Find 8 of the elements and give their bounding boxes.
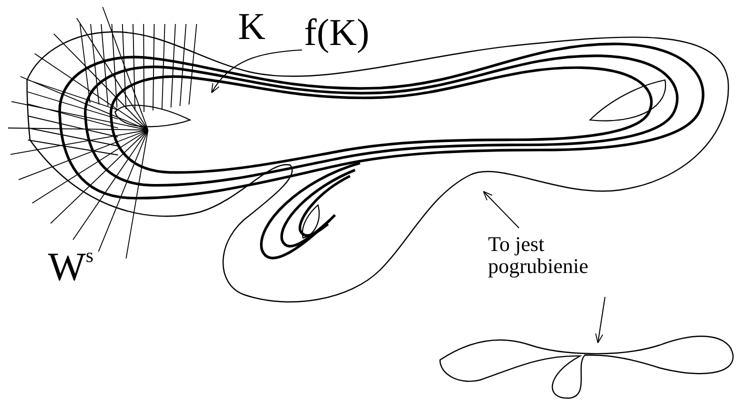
annotation-text: f(K) — [304, 14, 394, 54]
set-label: W$^{s}$ — [48, 246, 94, 287]
thickening-curve-drawing — [439, 336, 734, 399]
annotation-text: To jest pogrubienie — [488, 233, 628, 278]
set-label: K — [238, 8, 266, 46]
leader-arrow — [482, 190, 520, 228]
leader-arrow — [595, 296, 606, 344]
leader-arrow — [211, 50, 302, 94]
